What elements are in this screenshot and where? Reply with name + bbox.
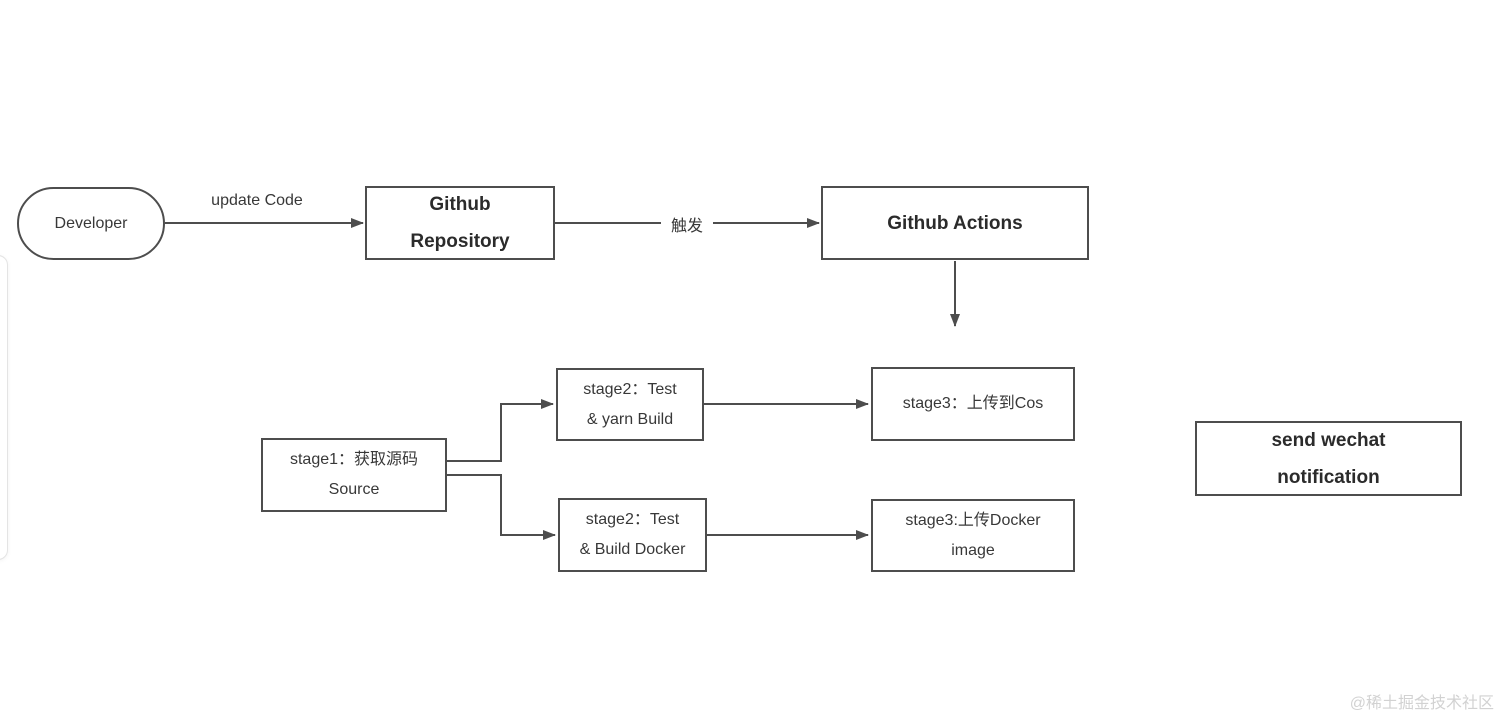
- edge-label-update-code: update Code: [211, 192, 303, 209]
- node-stage2-yarn-build-label: stage2：Test & yarn Build: [583, 380, 677, 428]
- node-developer-label: Developer: [54, 214, 128, 232]
- node-stage1-source-label: stage1：获取源码 Source: [289, 451, 419, 498]
- node-github-actions-label: Github Actions: [887, 212, 1023, 234]
- node-stage3-upload-docker-image: stage3:上传Docker image: [871, 499, 1075, 572]
- node-developer: Developer: [17, 187, 165, 260]
- node-stage2-build-docker-label: stage2：Test & Build Docker: [579, 511, 686, 558]
- juejin-watermark: @稀土掘金技术社区: [1349, 695, 1494, 712]
- node-stage2-yarn-build: stage2：Test & yarn Build: [556, 368, 704, 441]
- edge-label-trigger: 触发: [660, 212, 714, 236]
- node-stage3-upload-cos-label: stage3：上传到Cos: [902, 395, 1044, 412]
- node-send-wechat-notification: send wechat notification: [1195, 421, 1462, 496]
- node-stage2-build-docker: stage2：Test & Build Docker: [558, 498, 707, 572]
- node-stage1-source: stage1：获取源码 Source: [261, 438, 447, 512]
- node-stage3-upload-docker-image-label: stage3:上传Docker image: [905, 511, 1041, 559]
- node-github-actions: Github Actions: [821, 186, 1089, 260]
- edge-stage1-to-stage2-yarn: [447, 399, 554, 462]
- node-github-repository-label: Github Repository: [410, 194, 510, 252]
- edge-stage1-to-stage2-docker: [447, 474, 556, 540]
- node-send-wechat-notification-label: send wechat notification: [1271, 429, 1386, 488]
- node-github-repository: Github Repository: [365, 186, 555, 260]
- node-stage3-upload-cos: stage3：上传到Cos: [871, 367, 1075, 441]
